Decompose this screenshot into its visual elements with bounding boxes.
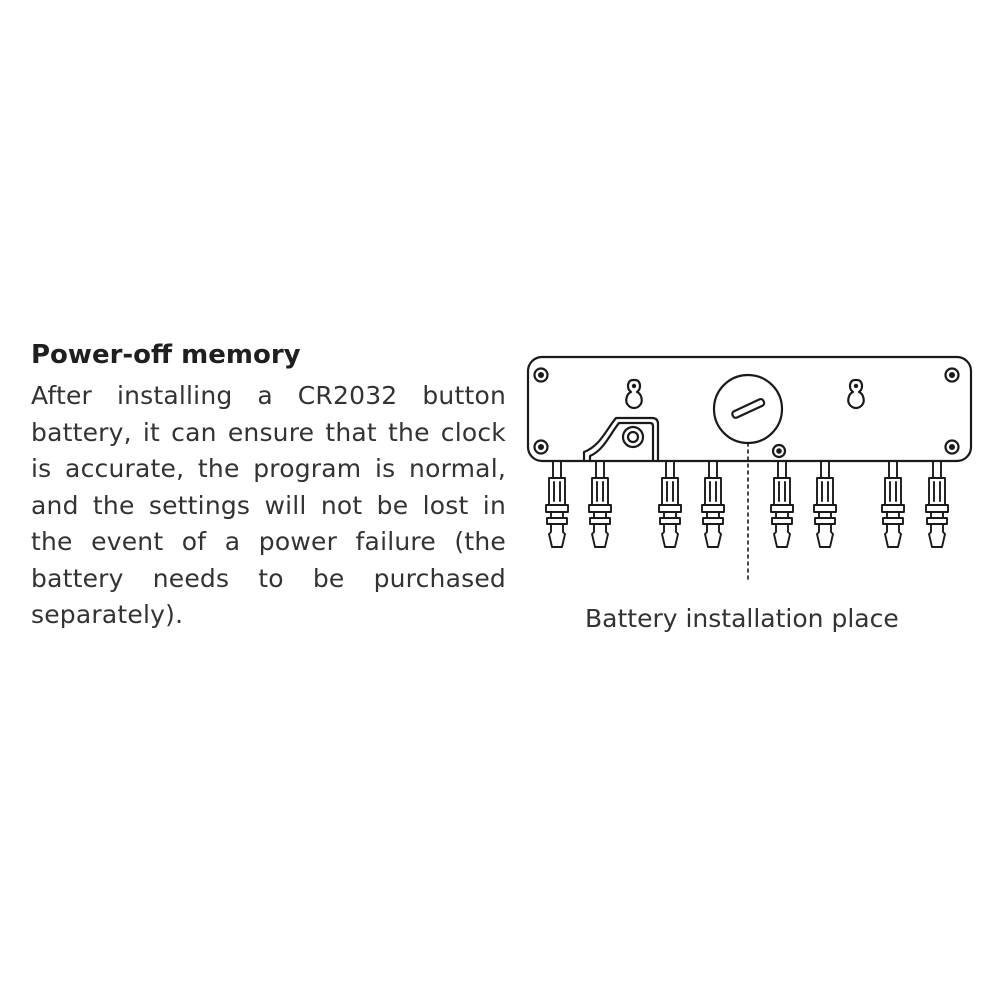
- battery-cover-icon: [712, 373, 784, 445]
- keyhole-hanger-hole: [853, 383, 859, 389]
- device-diagram: [526, 355, 973, 583]
- valve-connector-icon: [588, 460, 612, 548]
- mounting-screw-icon: [771, 443, 787, 459]
- mounting-screw-icon: [944, 367, 960, 383]
- body-line-5: the event of a power failure (the: [31, 527, 506, 556]
- body-line-3: is accurate, the program is normal,: [31, 454, 506, 483]
- keyhole-hanger-icon: [625, 378, 643, 410]
- valve-connector-icon: [770, 460, 794, 548]
- section-title: Power-off memory: [31, 340, 301, 370]
- valve-connector-icon: [545, 460, 569, 548]
- body-line-6: battery needs to be purchased: [31, 563, 506, 593]
- body-line-7: separately).: [31, 600, 184, 629]
- device-body: [526, 355, 973, 463]
- valve-connector-icon: [813, 460, 837, 548]
- valve-connector-icon: [658, 460, 682, 548]
- valve-connectors: [545, 460, 949, 548]
- valve-connector-icon: [925, 460, 949, 548]
- keyhole-hanger-hole: [631, 383, 637, 389]
- keyhole-hanger-icon: [847, 378, 865, 410]
- body-line-2: battery, it can ensure that the clock: [31, 417, 506, 447]
- valve-connector-icon: [701, 460, 725, 548]
- power-off-memory-section: Power-off memory After installing a CR20…: [31, 336, 506, 634]
- body-line-1: After installing a CR2032 button: [31, 381, 506, 410]
- mounting-screw-icon: [944, 439, 960, 455]
- power-jack-icon: [582, 416, 660, 463]
- valve-connector-icon: [881, 460, 905, 548]
- mounting-screw-icon: [533, 439, 549, 455]
- diagram-caption: Battery installation place: [585, 604, 899, 633]
- body-line-4: and the settings will not be lost in: [31, 490, 506, 520]
- mounting-screw-icon: [533, 367, 549, 383]
